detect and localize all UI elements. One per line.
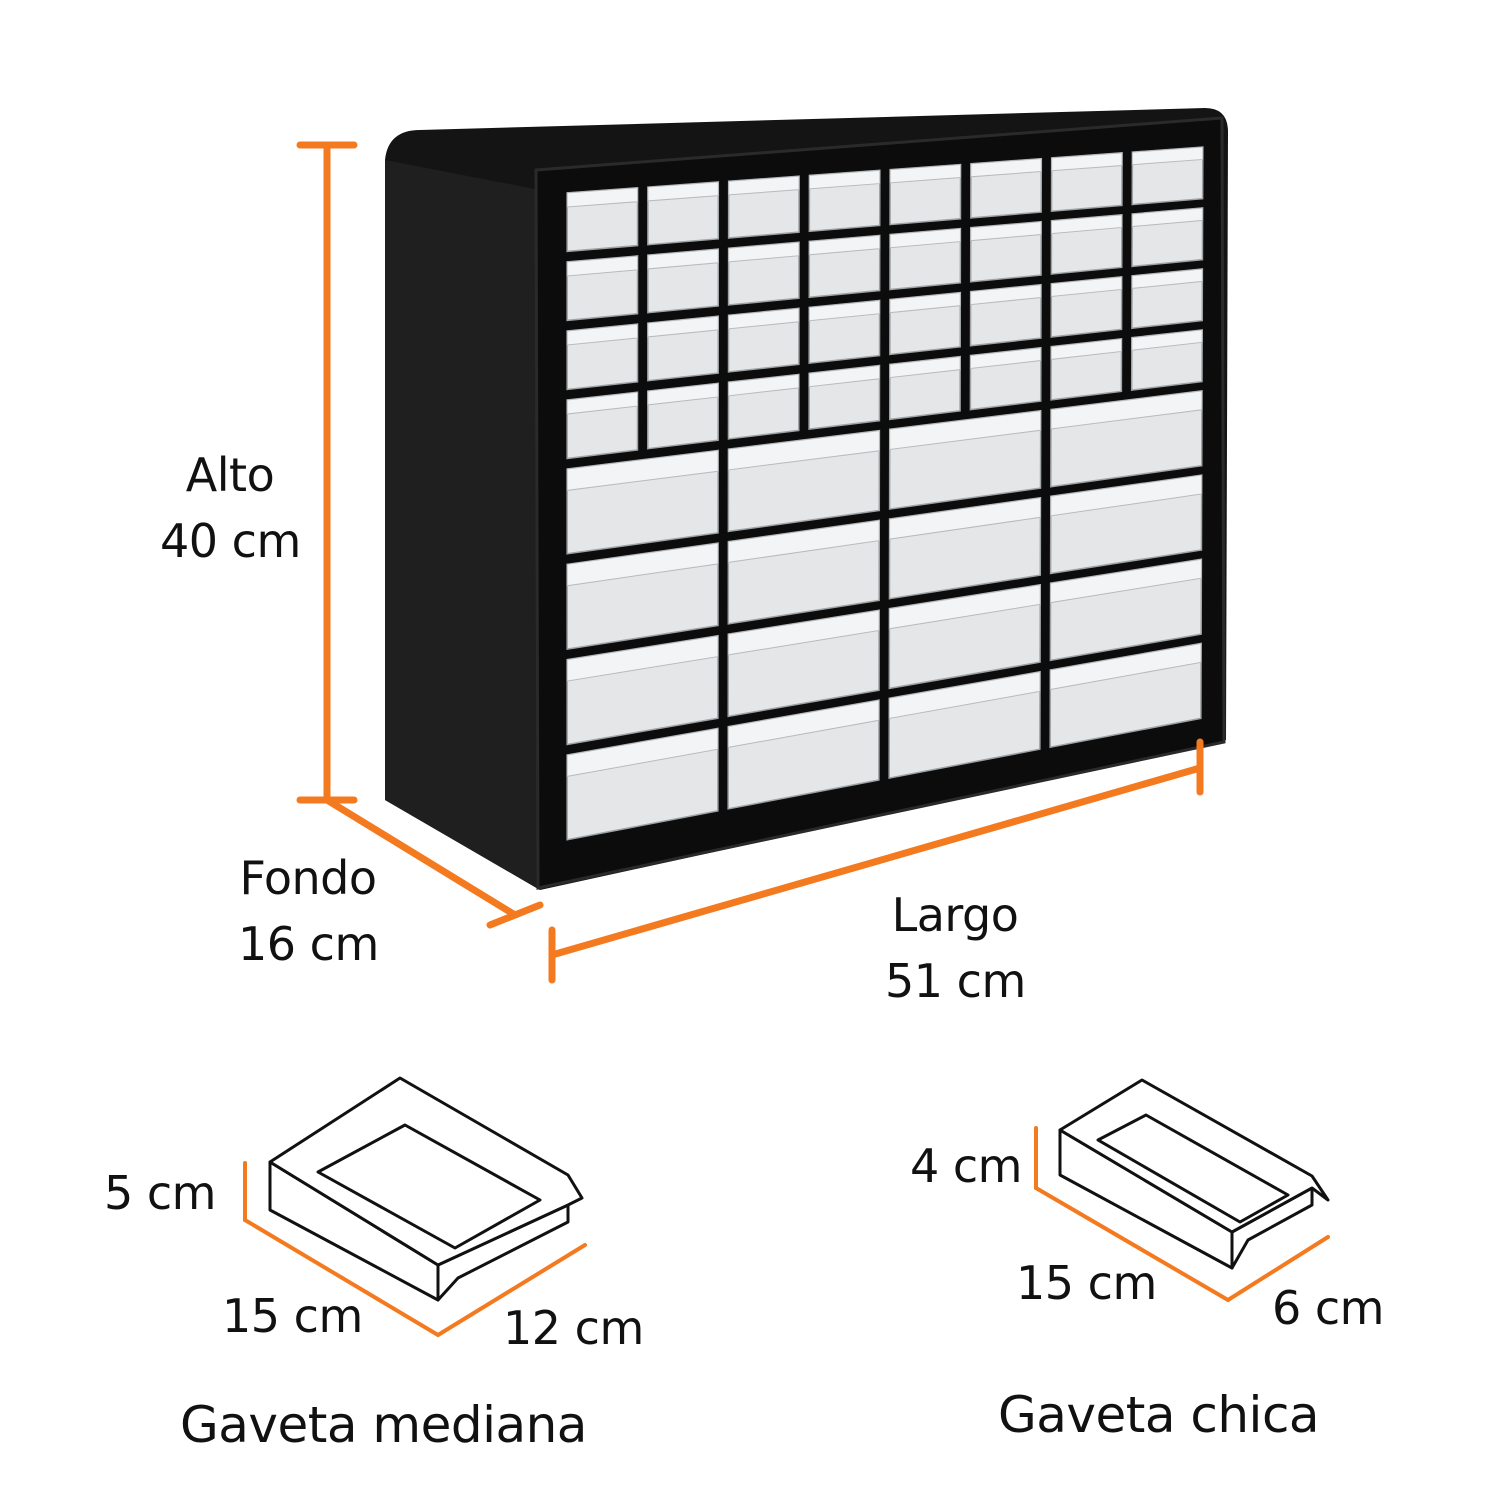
alto-label: Alto 40 cm [160, 442, 301, 574]
fondo-tick-end [486, 901, 544, 929]
small-drawer-lid [647, 248, 719, 270]
small-drawer-lid [647, 181, 719, 202]
largo-label: Largo 51 cm [885, 882, 1026, 1014]
small-drawer-lid [808, 364, 881, 388]
small-drawer-lid [728, 175, 800, 196]
small-drawer-lid [1050, 214, 1123, 235]
small-drawer-lid [970, 221, 1042, 242]
small-width-line [1226, 1235, 1330, 1302]
fondo-label-value: 16 cm [238, 917, 379, 971]
largo-label-value: 51 cm [885, 954, 1026, 1008]
small-drawer-lid [808, 234, 881, 256]
small-height-label: 4 cm [910, 1139, 1023, 1193]
medium-drawer-lid [1050, 558, 1202, 604]
medium-drawer-lid [566, 635, 719, 682]
medium-drawer-dimension-lines [243, 1161, 587, 1337]
medium-drawer-lid [566, 727, 719, 777]
organizer-cabinet [385, 108, 1228, 890]
medium-drawer-caption: Gaveta mediana [180, 1396, 587, 1454]
largo-dimension-line [548, 764, 1204, 959]
medium-drawer-illustration [268, 1076, 584, 1302]
small-drawer-lid [566, 187, 639, 208]
small-drawer-lid [647, 315, 719, 338]
fondo-label-name: Fondo [239, 851, 377, 905]
medium-drawer-lid [889, 410, 1042, 451]
medium-width-line [436, 1243, 587, 1337]
small-drawer-lid [1131, 146, 1204, 166]
medium-length-line [243, 1218, 440, 1337]
small-drawer-lid [889, 163, 962, 184]
small-drawer-inner [1096, 1113, 1290, 1224]
small-drawer-lid [889, 227, 961, 249]
small-drawer-lid [1131, 329, 1203, 351]
alto-label-value: 40 cm [160, 514, 301, 568]
medium-drawer-lid [727, 609, 880, 656]
drawer-grid [566, 146, 1204, 841]
medium-drawer-lid [727, 430, 880, 471]
small-drawer-lid [808, 299, 881, 322]
medium-drawer-lid [1050, 390, 1203, 430]
alto-label-name: Alto [185, 448, 275, 502]
small-length-label: 15 cm [1016, 1256, 1157, 1310]
small-drawer-lid [566, 391, 639, 415]
small-drawer-lid [566, 255, 639, 277]
largo-label-name: Largo [891, 888, 1019, 942]
small-drawer-lid [970, 284, 1042, 306]
medium-height-label: 5 cm [104, 1166, 217, 1220]
small-length-line [1034, 1186, 1230, 1302]
small-drawer-illustration [1058, 1078, 1330, 1270]
medium-drawer-lid [727, 699, 880, 749]
small-drawer-lid [1131, 207, 1204, 228]
medium-drawer-inner [316, 1123, 542, 1250]
small-drawer-caption: Gaveta chica [998, 1386, 1320, 1444]
small-drawer-lid [889, 292, 961, 314]
medium-drawer-lid [566, 542, 719, 587]
medium-length-label: 15 cm [222, 1289, 363, 1343]
small-drawer-lid [1051, 152, 1123, 172]
small-drawer-lid [728, 241, 800, 263]
small-drawer-lid [728, 307, 800, 330]
small-drawer-lid [727, 373, 800, 397]
small-drawer-lid [969, 347, 1042, 370]
medium-drawer-lid [1049, 642, 1202, 691]
small-drawer-lid [1050, 338, 1123, 360]
small-drawer-lid [647, 382, 719, 406]
small-drawer-lid [566, 323, 639, 346]
cabinet-dimension-lines [296, 141, 1204, 984]
cabinet-side-shade [385, 160, 540, 890]
medium-drawer-lid [888, 584, 1041, 630]
medium-drawer-lid [566, 449, 719, 491]
small-drawer-lid [889, 356, 961, 379]
small-drawer-lid [1131, 268, 1203, 289]
medium-drawer-lid [889, 497, 1041, 540]
small-drawer-lid [1050, 276, 1123, 298]
small-drawer-dimension-lines [1034, 1126, 1330, 1302]
medium-drawer-lid [888, 671, 1041, 720]
small-drawer-lid [808, 169, 881, 190]
fondo-label: Fondo 16 cm [238, 845, 379, 977]
medium-drawer-lid [1050, 474, 1203, 517]
fondo-dimension-line [323, 796, 519, 919]
medium-drawer-lid [727, 519, 880, 564]
small-drawer-lid [970, 158, 1042, 178]
small-width-label: 6 cm [1272, 1281, 1385, 1335]
medium-width-label: 12 cm [503, 1301, 644, 1355]
